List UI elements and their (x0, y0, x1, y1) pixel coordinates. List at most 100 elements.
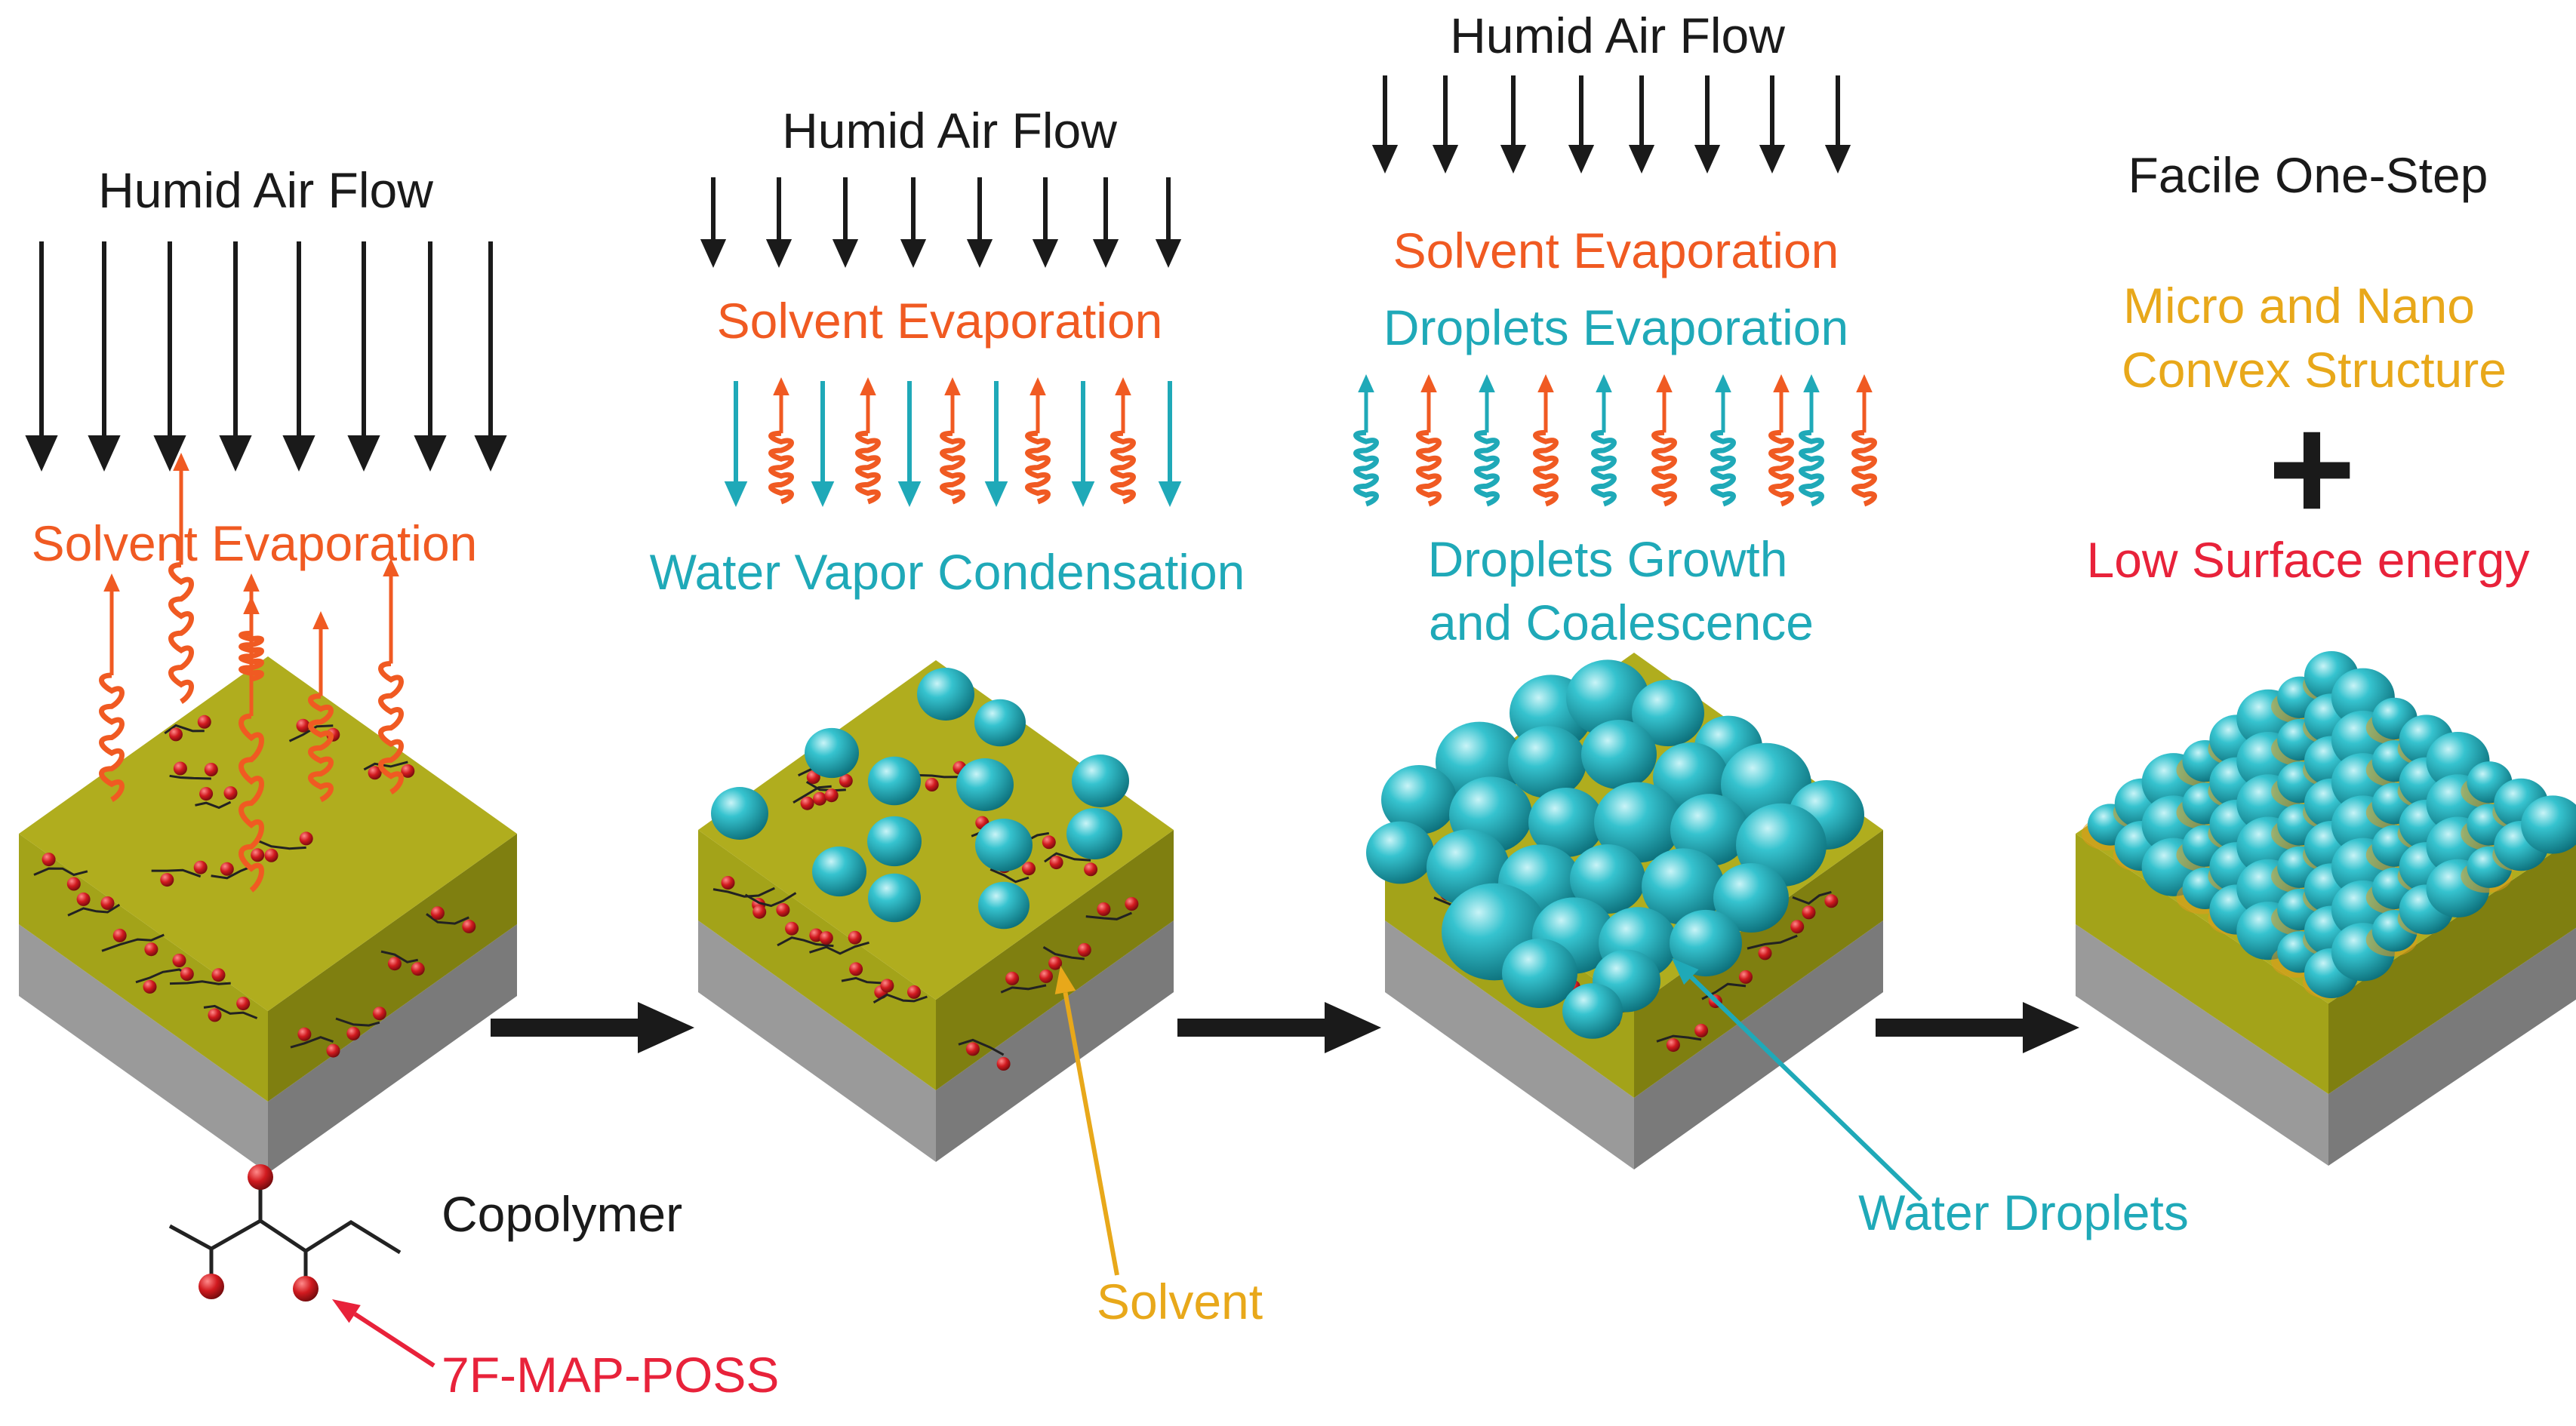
vapor-squiggle (1591, 429, 1617, 507)
poss-bead-icon (248, 1164, 273, 1190)
air-arrow-head (1759, 145, 1786, 174)
poss-bead (1048, 956, 1063, 970)
polymer-chain (164, 724, 205, 735)
vapor-squiggle (1651, 429, 1677, 507)
polymer-chain (712, 887, 775, 898)
air-arrow-head (88, 435, 121, 472)
evap-arrow-head (1596, 374, 1612, 392)
stage3-air-label: Humid Air Flow (1450, 8, 1785, 63)
copolymer-molecule-icon (168, 1164, 402, 1302)
polymer-chain (101, 933, 165, 952)
film-right-face (2328, 837, 2576, 1094)
evap-arrow-head (1029, 377, 1046, 395)
stage3-water-label: Water Droplets (1858, 1185, 2189, 1240)
air-arrow-head (1694, 145, 1721, 174)
poss-bead (1125, 897, 1139, 911)
evap-arrow-head (103, 573, 120, 592)
evap-arrow-head (1856, 374, 1873, 392)
stage1-air-label: Humid Air Flow (98, 162, 433, 218)
stage3-evap-label: Solvent Evaporation (1393, 223, 1839, 278)
water-droplet (1366, 821, 1434, 884)
flow-arrows (25, 75, 2079, 1053)
stage2-evap-label: Solvent Evaporation (717, 293, 1163, 349)
poss-bead-icon (293, 1276, 319, 1302)
poss-bead (849, 962, 863, 976)
process-arrow-head (2023, 1002, 2079, 1053)
poss-bead (173, 761, 187, 776)
polymer-chain (1000, 984, 1047, 994)
legend-copolymer-label: Copolymer (442, 1186, 682, 1242)
poss-bead (1739, 970, 1753, 984)
poss-bead (800, 796, 814, 810)
air-arrow-head (900, 239, 927, 268)
polymer-chain (919, 774, 960, 779)
poss-bead (462, 919, 476, 933)
water-droplet (711, 787, 768, 840)
vapor-squiggle (1799, 429, 1824, 507)
poss-bead (824, 788, 839, 803)
stage2-solvent-label: Solvent (1097, 1274, 1263, 1329)
poss-bead (839, 773, 853, 788)
stage3-growth-label-1: Droplets Growth (1428, 531, 1788, 587)
poss-bead (199, 787, 214, 801)
stage4-structure-2: Convex Structure (2122, 342, 2507, 398)
porous-surface (2081, 651, 2576, 999)
poss-bead (197, 715, 211, 729)
vapor-squiggle (239, 713, 264, 893)
poss-bead (172, 954, 186, 967)
stage4-structure-1: Micro and Nano (2123, 278, 2475, 333)
polymer-chain (33, 867, 88, 877)
poss-bead (100, 896, 115, 910)
base-right-face (2328, 927, 2576, 1166)
air-arrow-head (347, 435, 380, 472)
vapor-squiggle (378, 661, 404, 795)
poss-pointer-shaft (353, 1312, 435, 1368)
poss-bead (1790, 920, 1805, 934)
polymer-chain (809, 941, 869, 955)
air-arrow-head (1500, 145, 1527, 174)
water-droplet (1381, 765, 1457, 834)
poss-bead (1802, 905, 1816, 920)
water-droplet (1670, 909, 1742, 977)
poss-bead (1039, 969, 1053, 983)
water-droplet (974, 699, 1026, 747)
air-arrow-head (1071, 481, 1095, 507)
water-droplet (1508, 726, 1587, 798)
substrate-blocks (19, 653, 2576, 1173)
process-arrow-head (638, 1002, 694, 1053)
polymer-chain (290, 1036, 334, 1049)
evap-arrow-head (312, 611, 329, 629)
stage2-air-label: Humid Air Flow (782, 103, 1117, 158)
vapor-squiggle (1416, 429, 1442, 507)
water-droplet (2521, 795, 2576, 854)
solvent-pointer-head (1054, 966, 1076, 994)
poss-bead (752, 905, 767, 919)
poss-bead (368, 766, 382, 780)
poss-bead (813, 791, 827, 806)
air-arrow-head (984, 481, 1008, 507)
water-droplet (805, 727, 859, 779)
evap-arrow-head (1656, 374, 1673, 392)
evap-arrow-head (860, 377, 876, 395)
water-droplet (1632, 679, 1704, 747)
stage3-growth-label-2: and Coalescence (1429, 595, 1814, 650)
base-right-face (936, 920, 1174, 1162)
poss-bead (1077, 943, 1091, 957)
poss-bead (180, 967, 194, 981)
water-droplet (1066, 807, 1122, 860)
polymer-chain (873, 993, 928, 1003)
base-left-face (1385, 920, 1634, 1169)
stage3-droplet-evap-label: Droplets Evaporation (1383, 300, 1848, 355)
poss-bead (1005, 971, 1020, 985)
water-pointer-shaft (1689, 975, 1923, 1202)
air-arrow-head (1032, 239, 1059, 268)
legend-poss-label: 7F-MAP-POSS (442, 1347, 779, 1403)
vapor-squiggle (99, 672, 125, 803)
evap-arrow-head (1115, 377, 1131, 395)
poss-bead (1049, 856, 1063, 870)
poss-bead (112, 928, 127, 942)
base-right-face (268, 924, 517, 1173)
poss-bead (160, 873, 174, 887)
poss-bead (223, 786, 238, 801)
